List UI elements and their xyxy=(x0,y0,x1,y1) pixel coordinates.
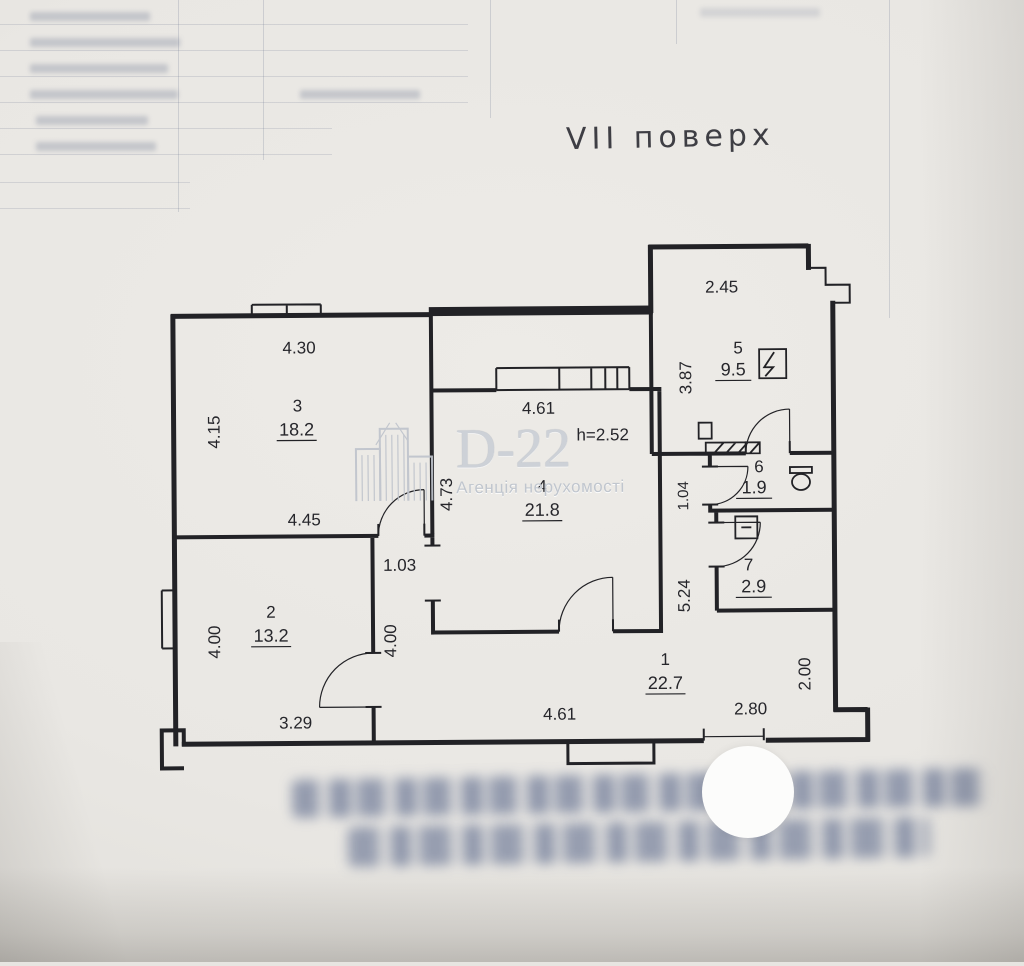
walls-rooms-2-3 xyxy=(171,315,436,747)
dim-room5-top: 2.45 xyxy=(705,277,738,296)
wall-top-right-notch xyxy=(809,268,850,303)
balcony-step xyxy=(568,743,654,764)
scan-shadow-corner xyxy=(0,642,130,962)
room-5-number: 5 xyxy=(733,338,743,357)
dim-room2-right: 4.00 xyxy=(381,624,400,657)
watermark-subtitle: Агенція нерухомості xyxy=(456,477,625,498)
dim-room2-left: 4.00 xyxy=(205,625,224,658)
dim-room3-top: 4.30 xyxy=(282,338,315,357)
window-room2-icon xyxy=(162,590,174,648)
dim-entrance: 2.80 xyxy=(734,699,767,718)
lightning-bolt-icon xyxy=(764,352,774,376)
dimension-labels: 2.45 4.30 4.61 4.45 1.03 3.29 4.61 2.80 … xyxy=(203,277,815,733)
sink-tap-icon xyxy=(790,467,812,473)
door-room4-icon xyxy=(559,577,613,631)
dim-room2-bottom: 3.29 xyxy=(279,713,312,732)
dim-wc-door: 1.04 xyxy=(675,481,692,510)
white-sticker xyxy=(702,746,794,838)
dim-corridor: 5.24 xyxy=(675,579,694,612)
room-1-area: 22.7 xyxy=(648,673,683,693)
dim-hall-right: 2.00 xyxy=(795,657,814,690)
room-2-number: 2 xyxy=(266,603,276,622)
bottom-left-tab xyxy=(162,730,184,768)
door-room2-icon xyxy=(319,653,373,707)
room-2-area: 13.2 xyxy=(253,626,288,646)
room-7-number: 7 xyxy=(744,555,754,574)
sink-icon xyxy=(792,474,810,490)
room-5-area: 9.5 xyxy=(721,359,746,379)
room-7-area: 2.9 xyxy=(741,576,766,596)
watermark-text: D-22 Агенція нерухомості xyxy=(456,421,625,498)
dim-hall-opening: 1.03 xyxy=(383,556,416,575)
room-6-area: 1.9 xyxy=(741,477,766,497)
watermark-logo: D-22 xyxy=(456,421,625,476)
exterior-walls xyxy=(158,244,870,769)
dim-room5-left: 3.87 xyxy=(676,361,695,394)
duct-box-icon xyxy=(699,423,712,439)
scan-shadow-bottom xyxy=(0,867,1024,962)
dim-room3-left: 4.15 xyxy=(205,415,224,448)
dim-room3-bottom: 4.45 xyxy=(288,510,321,529)
room-1-number: 1 xyxy=(660,650,670,669)
building-skyline-icon xyxy=(346,416,443,505)
wall-room3-top xyxy=(171,315,431,317)
scan-shadow-right xyxy=(874,0,1024,962)
room-3-number: 3 xyxy=(293,396,303,415)
agency-watermark: D-22 Агенція нерухомості xyxy=(346,415,625,505)
wall-top-band xyxy=(429,310,653,312)
door-room5-icon xyxy=(746,409,790,453)
boiler-icon xyxy=(735,516,757,538)
door-room7-icon xyxy=(716,522,760,566)
window-room4-icon xyxy=(496,367,629,390)
room-6-number: 6 xyxy=(754,457,764,476)
dim-hall-bottom: 4.61 xyxy=(543,705,576,724)
room-3-area: 18.2 xyxy=(279,419,314,439)
